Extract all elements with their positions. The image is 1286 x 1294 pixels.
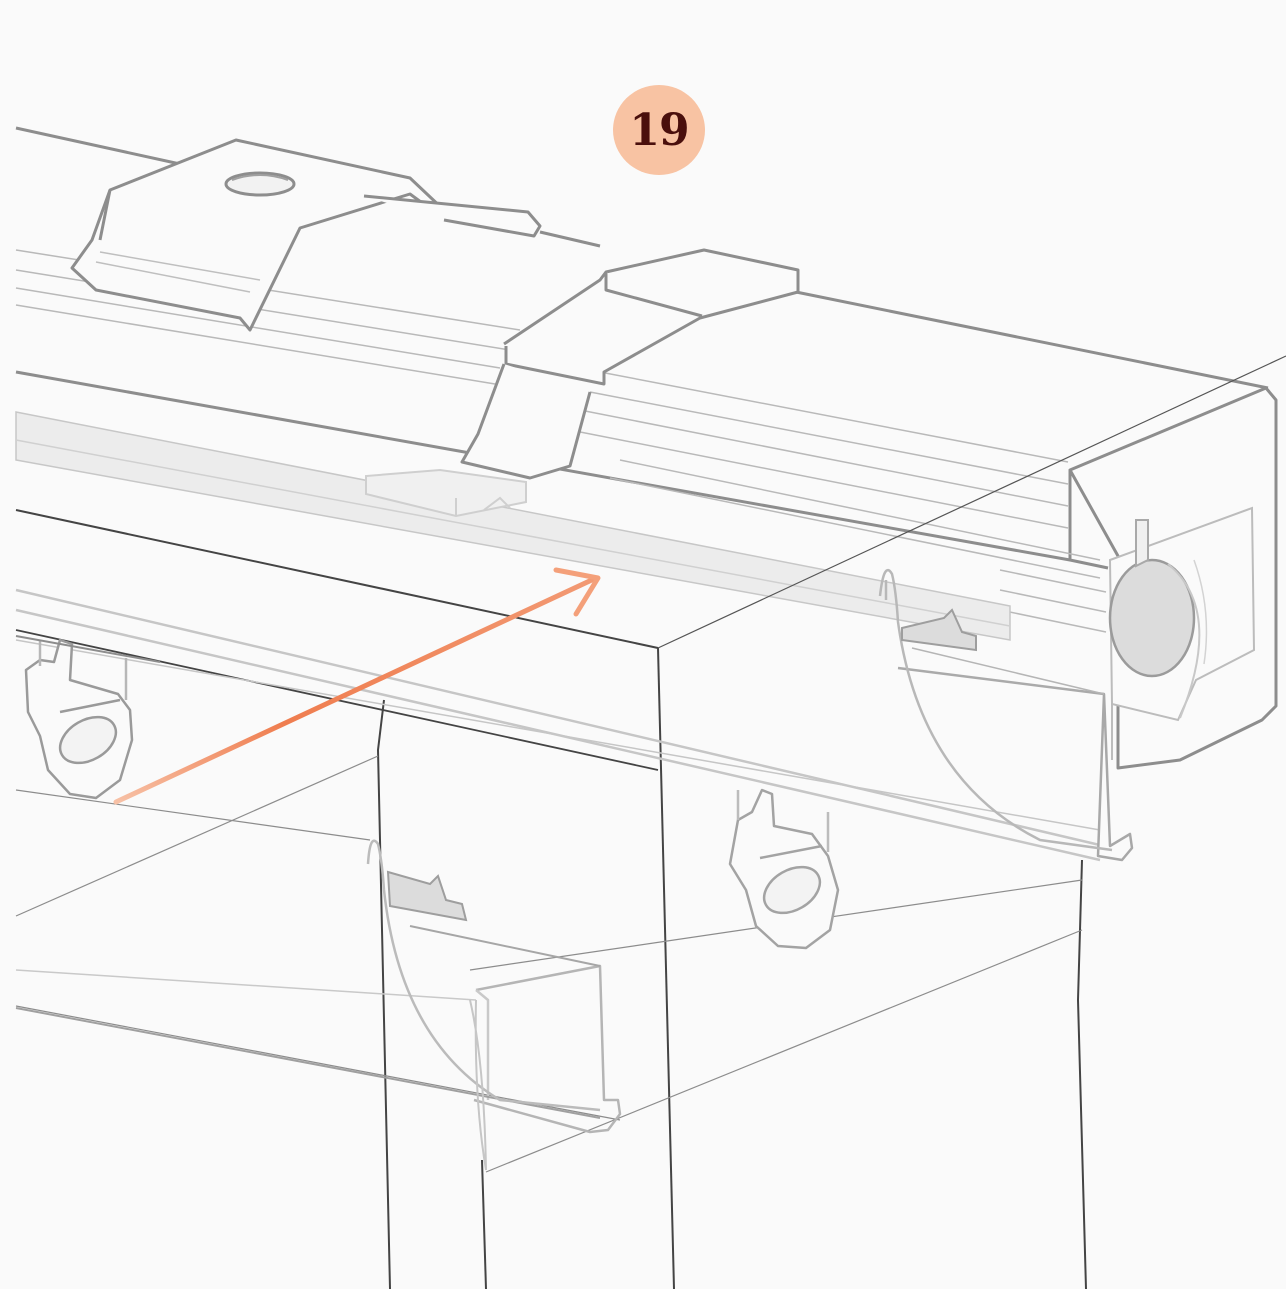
arrow-right-up-icon: [113, 567, 601, 805]
headrail-channel: [15, 411, 1011, 641]
center-clip-bracket: [460, 248, 800, 480]
hook-wire-right: [878, 568, 1113, 852]
bracket-left-lines: [95, 251, 261, 293]
clip-tab-lower: [386, 870, 468, 922]
bottom-rail: [15, 925, 622, 1134]
step-number-badge: 19: [613, 85, 705, 175]
headrail-grooves: [15, 249, 1107, 633]
clip-tab-right: [901, 608, 977, 652]
center-clip-ghost: [365, 468, 527, 518]
hook-wire-lower: [366, 839, 601, 1171]
hanger-clip-left: [15, 635, 161, 800]
end-cap-pulley: [1108, 506, 1256, 722]
valance-front: [15, 588, 1134, 862]
hanger-clip-right: [728, 788, 840, 950]
mounting-bracket-left: [70, 138, 542, 332]
